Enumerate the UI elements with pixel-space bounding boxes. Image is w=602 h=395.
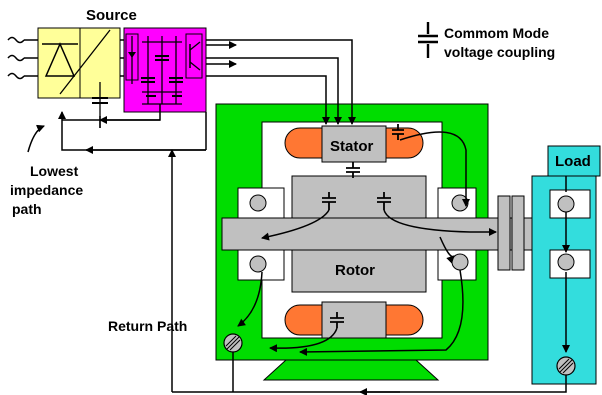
legend-line1: Commom Mode (444, 25, 549, 41)
motor-ground-icon (223, 333, 243, 353)
bearing-left-bottom (237, 249, 285, 281)
motor: Stator Rotor (215, 103, 591, 381)
lowest-impedance-line2: impedance (10, 182, 83, 198)
wiring (27, 39, 570, 395)
lowest-impedance-line1: Lowest (30, 163, 79, 179)
inverter (120, 27, 207, 113)
legend-line2: voltage coupling (444, 44, 555, 60)
stator-winding-top (284, 127, 323, 159)
bearing-left-top (237, 187, 285, 219)
shaft-coupling (497, 195, 511, 271)
return-path-label: Return Path (108, 318, 187, 334)
legend-capacitor-icon (418, 22, 438, 58)
load-ground-icon (556, 356, 576, 376)
load: Load (531, 145, 601, 385)
inverter-box (123, 27, 207, 113)
rotor-core-top (291, 175, 427, 219)
bearing-right-top (437, 187, 477, 219)
source-supply: Source (7, 7, 137, 128)
stator-winding-bottom (284, 304, 323, 336)
load-label: Load (555, 153, 591, 170)
bearing-right-bottom (437, 249, 477, 281)
load-bearing-top (549, 189, 591, 219)
stator-label: Stator (330, 138, 374, 155)
source-box (37, 27, 121, 99)
motor-foot (262, 359, 440, 381)
shaft (221, 217, 523, 251)
lowest-impedance-line3: path (12, 201, 42, 217)
coupling-capacitors (322, 124, 404, 328)
load-bearing-bottom (549, 249, 591, 279)
stator-core-bottom (321, 301, 387, 339)
stator-core-top (321, 125, 387, 163)
rotor-label: Rotor (335, 262, 375, 279)
rectifier-triangle-icon (44, 42, 76, 77)
source-label: Source (86, 7, 137, 24)
